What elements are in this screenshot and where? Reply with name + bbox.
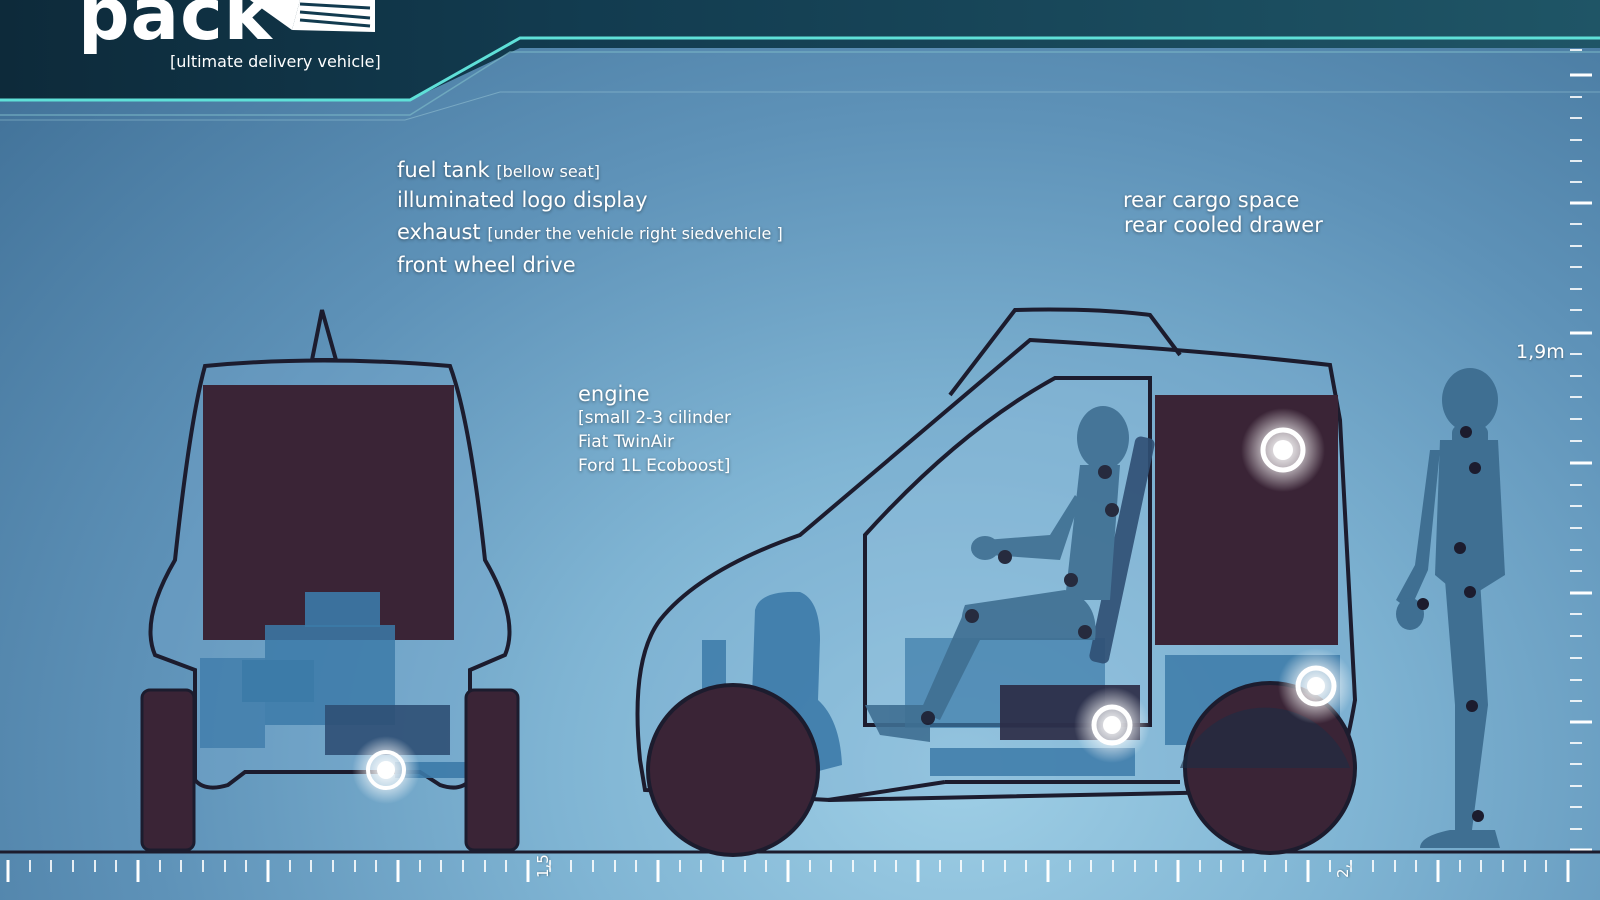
label-engine-line1: [small 2-3 cilinder [578, 408, 732, 428]
label-exhaust: exhaust [under the vehicle right siedveh… [397, 220, 783, 244]
ruler-label-1: 1,5 [534, 854, 552, 878]
height-marker-label: 1,9m [1516, 341, 1565, 363]
antenna [309, 309, 339, 362]
side-front-wheel [646, 683, 820, 857]
label-exhaust-note: [under the vehicle right siedvehicle ] [487, 224, 783, 243]
front-view-vehicle [140, 309, 520, 852]
label-fuel-tank: fuel tank [bellow seat] [397, 158, 600, 182]
label-fuel-tank-title: fuel tank [397, 158, 490, 182]
brand-subtitle: [ultimate delivery vehicle] [170, 52, 381, 71]
front-right-wheel [464, 688, 520, 852]
side-view-vehicle [635, 307, 1358, 857]
ruler-label-2: 2, [1334, 863, 1352, 878]
roof-rack [948, 307, 1182, 397]
label-engine-line2: Fiat TwinAir [578, 432, 675, 452]
label-fuel-tank-note: [bellow seat] [496, 162, 600, 181]
logo-icon [250, 0, 375, 32]
label-engine: engine [small 2-3 cilinder Fiat TwinAir … [578, 382, 731, 478]
brand-logo-text: pack [78, 0, 273, 56]
header-band [0, 0, 1600, 121]
vertical-ruler [1570, 49, 1592, 852]
label-rear-cargo-space: rear cargo space [1123, 188, 1300, 212]
driver-figure [865, 406, 1155, 742]
label-engine-line3: Ford 1L Ecoboost] [578, 456, 731, 476]
label-front-wheel-drive: front wheel drive [397, 253, 576, 277]
label-rear-cooled-drawer: rear cooled drawer [1124, 213, 1323, 237]
label-engine-title: engine [578, 382, 650, 406]
ground-ruler [0, 850, 1600, 882]
standing-figure [1396, 368, 1505, 848]
label-logo-display: illuminated logo display [397, 188, 648, 212]
front-left-wheel [140, 688, 196, 852]
label-exhaust-title: exhaust [397, 220, 481, 244]
